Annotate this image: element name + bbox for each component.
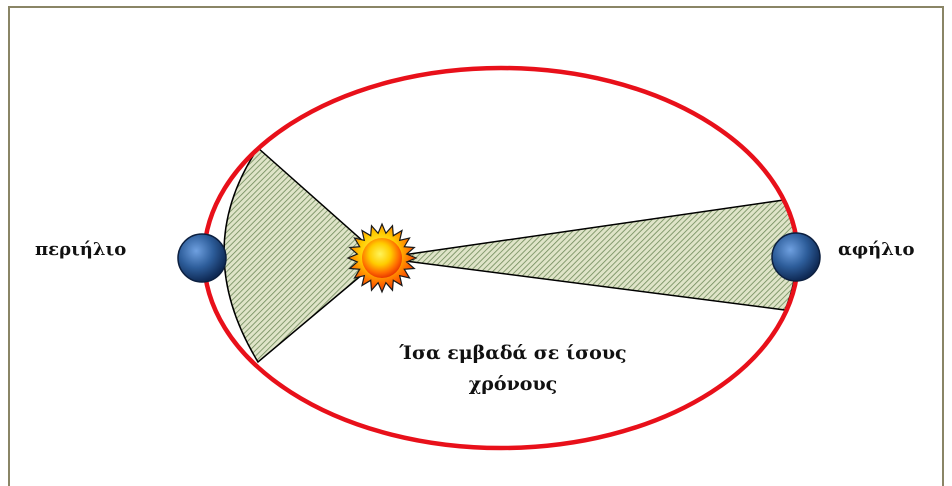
caption-line-1: Ίσα εμβαδά σε ίσους: [398, 342, 626, 364]
planet-perihelion-icon: [177, 233, 227, 283]
aphelion-wedge: [381, 199, 797, 311]
caption-line-2: χρόνους: [469, 373, 557, 395]
aphelion-label: αφήλιο: [838, 239, 915, 260]
sun-icon: [346, 222, 418, 294]
planet-aphelion-icon: [771, 232, 821, 282]
perihelion-label: περιήλιο: [35, 239, 126, 260]
